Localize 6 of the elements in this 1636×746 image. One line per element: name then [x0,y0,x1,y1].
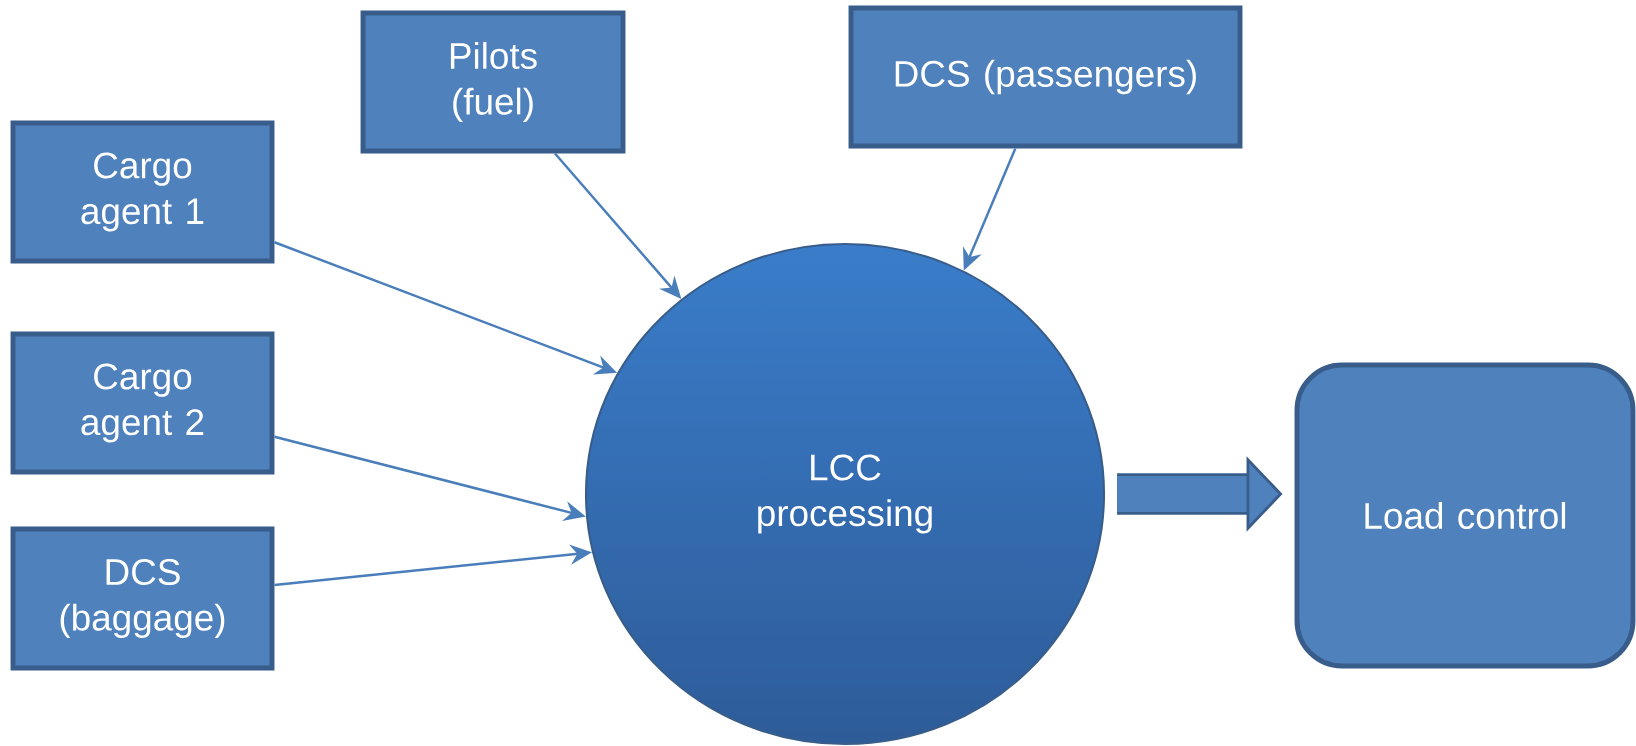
source-box: DCS (baggage) [10,526,275,671]
source-box: Pilots (fuel) [360,10,626,154]
output-box: Load control [1294,362,1636,669]
source-box: Cargo agent 1 [10,120,275,264]
source-box: Cargo agent 2 [10,331,275,475]
source-box: DCS (passengers) [848,5,1243,149]
